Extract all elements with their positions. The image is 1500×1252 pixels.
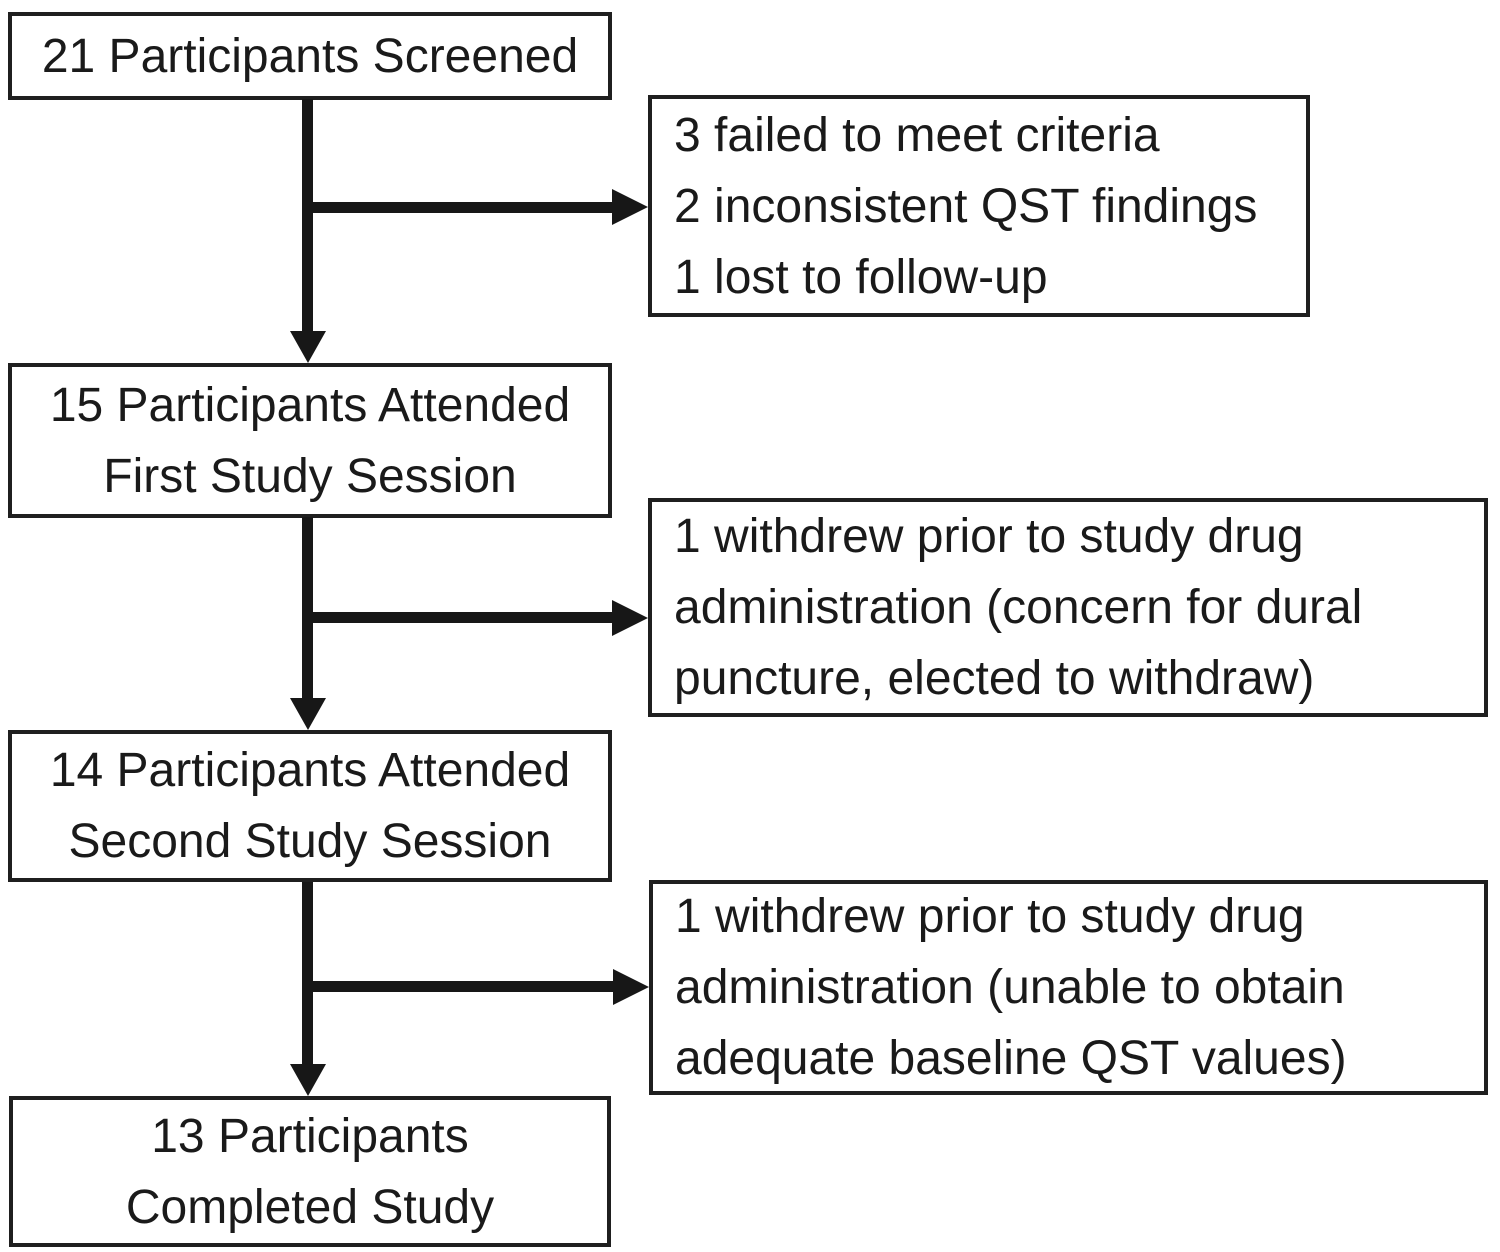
box-excluded-at-screening: 3 failed to meet criteria 2 inconsistent… (648, 95, 1310, 317)
excluded-at-screening-line-3: 1 lost to follow-up (674, 250, 1048, 304)
branch-arrow-shaft-1 (302, 202, 614, 213)
box-withdrew-first-session: 1 withdrew prior to study drug administr… (648, 498, 1488, 717)
box-participants-screened-line: 21 Participants Screened (41, 29, 579, 83)
down-arrow-head-3-icon (290, 1064, 326, 1096)
box-participants-screened: 21 Participants Screened (8, 12, 612, 100)
down-arrow-shaft-3 (302, 882, 313, 1064)
excluded-at-screening-line-1: 3 failed to meet criteria (674, 108, 1160, 162)
box-completed-study-line-1: 13 Participants (151, 1109, 469, 1163)
branch-arrow-head-2-icon (612, 600, 648, 636)
box-second-study-session-line-1: 14 Participants Attended (49, 744, 571, 797)
down-arrow-shaft-2 (302, 517, 313, 698)
box-first-study-session: 15 Participants Attended First Study Ses… (8, 363, 612, 518)
branch-arrow-shaft-3 (302, 981, 615, 992)
box-second-study-session: 14 Participants Attended Second Study Se… (8, 730, 612, 882)
withdrew-second-session-line-2: administration (unable to obtain (675, 961, 1345, 1014)
box-completed-study-line-2: Completed Study (125, 1180, 495, 1234)
down-arrow-head-2-icon (290, 698, 326, 730)
excluded-at-screening-line-2: 2 inconsistent QST findings (674, 179, 1258, 233)
branch-arrow-head-1-icon (612, 189, 648, 225)
withdrew-second-session-line-1: 1 withdrew prior to study drug (675, 890, 1305, 943)
branch-arrow-head-3-icon (613, 969, 649, 1005)
box-second-study-session-line-2: Second Study Session (68, 815, 552, 868)
down-arrow-head-1-icon (290, 331, 326, 363)
box-first-study-session-line-2: First Study Session (103, 449, 517, 503)
box-withdrew-second-session: 1 withdrew prior to study drug administr… (649, 880, 1488, 1095)
box-completed-study: 13 Participants Completed Study (9, 1096, 611, 1247)
withdrew-first-session-line-2: administration (concern for dural (674, 581, 1363, 634)
withdrew-second-session-line-3: adequate baseline QST values) (675, 1032, 1347, 1085)
withdrew-first-session-line-1: 1 withdrew prior to study drug (674, 510, 1304, 563)
down-arrow-shaft-1 (302, 99, 313, 331)
box-first-study-session-line-1: 15 Participants Attended (49, 378, 571, 432)
branch-arrow-shaft-2 (302, 612, 614, 623)
withdrew-first-session-line-3: puncture, elected to withdraw) (674, 652, 1315, 705)
